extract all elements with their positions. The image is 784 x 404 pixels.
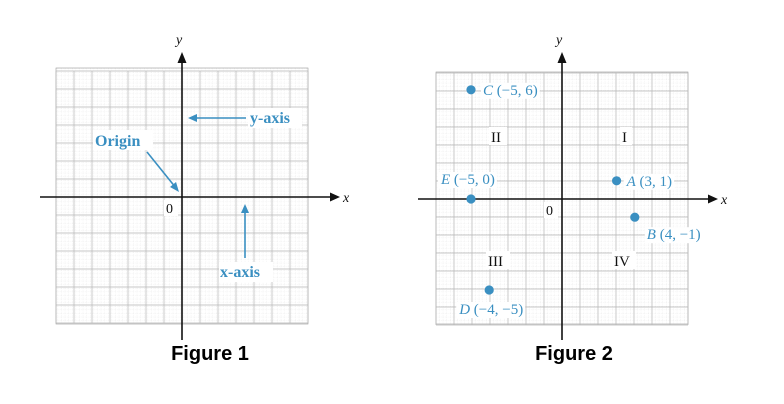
point-c-letter: C <box>483 83 494 99</box>
point-d-label: D (−4, −5) <box>458 302 523 318</box>
figure-2-x-arrowhead <box>708 194 718 204</box>
figure-1-x-arrowhead <box>330 192 340 202</box>
figure-1-plane: x y 0 Origin y-axis x-axis <box>40 33 350 340</box>
origin-label-backdrop <box>93 130 153 150</box>
point-d-label-backdrop <box>456 302 526 318</box>
origin-label: Origin <box>95 133 140 150</box>
point-b-label-backdrop <box>644 227 703 244</box>
quadrant-iv-backdrop <box>612 251 636 269</box>
point-c-coords: (−5, 6) <box>493 83 538 99</box>
figure-2-y-axis-name: y <box>554 33 563 48</box>
figure-1-zero-backdrop <box>164 200 178 216</box>
point-e-letter: E <box>440 172 450 188</box>
point-a-letter: A <box>626 174 637 190</box>
point-a-marker <box>612 176 622 186</box>
quadrant-i-backdrop <box>620 127 632 145</box>
point-d-coords: (−4, −5) <box>470 302 523 318</box>
point-a-label: A (3, 1) <box>626 174 672 190</box>
quadrant-ii-label: II <box>491 130 501 146</box>
figure-1-origin-zero: 0 <box>166 202 173 217</box>
x-axis-label-backdrop <box>219 262 273 282</box>
point-b-coords: (4, −1) <box>656 227 701 243</box>
quadrant-iv-label: IV <box>614 254 630 270</box>
point-e-marker <box>466 194 476 204</box>
figure-2-plane: x y 0 I II III IV A (3, 1) B (4, −1) C (−5… <box>418 33 728 340</box>
figure-2-origin-zero: 0 <box>546 204 553 219</box>
point-b-label: B (4, −1) <box>647 227 701 243</box>
y-axis-label: y-axis <box>250 110 290 127</box>
figure-1-x-axis-name: x <box>342 191 350 206</box>
point-d-letter: D <box>458 302 470 318</box>
quadrant-iii-label: III <box>488 254 503 270</box>
origin-pointer-arrowhead <box>170 182 179 192</box>
point-a-coords: (3, 1) <box>636 174 672 190</box>
x-axis-pointer-arrowhead <box>241 204 249 213</box>
point-a-label-backdrop <box>623 173 675 190</box>
figure-1-y-axis-name: y <box>174 33 183 48</box>
x-axis-label: x-axis <box>220 264 260 281</box>
figure-2-x-axis-name: x <box>720 193 728 208</box>
point-e-coords: (−5, 0) <box>450 172 495 188</box>
point-b-letter: B <box>647 227 656 243</box>
point-c-label-backdrop <box>481 82 540 99</box>
figure-2-caption: Figure 2 <box>535 343 613 365</box>
point-d-marker <box>484 285 494 295</box>
point-c-marker <box>466 85 476 95</box>
figure-2-zero-backdrop <box>544 202 558 218</box>
figure-1-caption: Figure 1 <box>171 343 249 365</box>
point-b-marker <box>630 212 640 222</box>
quadrant-i-label: I <box>622 130 627 146</box>
point-e-label-backdrop <box>438 172 497 188</box>
figure-2-y-arrowhead <box>557 52 567 63</box>
y-axis-pointer-arrowhead <box>188 114 197 122</box>
figure-1-y-arrowhead <box>177 52 187 63</box>
point-c-label: C (−5, 6) <box>483 83 538 99</box>
origin-pointer-arrow <box>146 151 177 189</box>
quadrant-iii-backdrop <box>486 251 510 269</box>
point-e-label: E (−5, 0) <box>440 172 495 188</box>
figure-2-points: A (3, 1) B (4, −1) C (−5, 6) D (−4, −5) E (−… <box>438 82 703 318</box>
y-axis-label-backdrop <box>248 108 302 128</box>
quadrant-ii-backdrop <box>489 127 507 145</box>
